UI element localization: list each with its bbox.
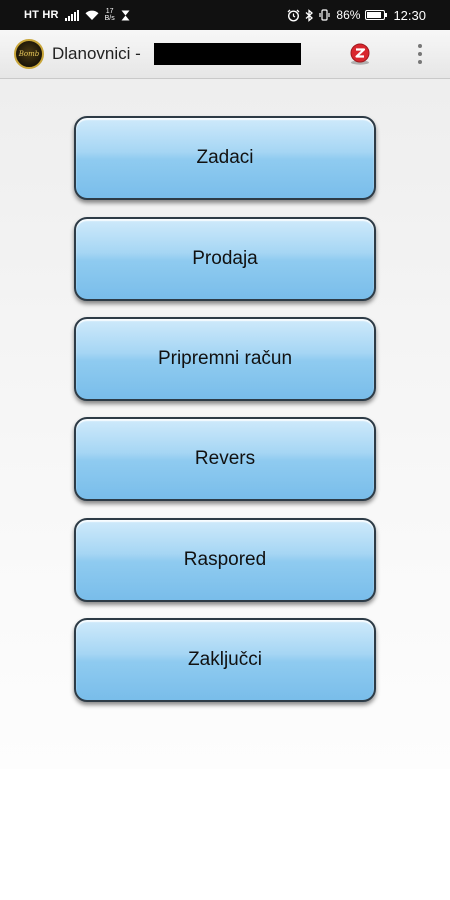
carrier-label: HT HR: [24, 9, 59, 21]
menu-button-prodaja[interactable]: Prodaja: [74, 217, 376, 301]
status-left: HT HR 17 B/s: [24, 0, 130, 30]
main-menu: Zadaci Prodaja Pripremni račun Revers Ra…: [0, 79, 450, 769]
network-speed: 17 B/s: [105, 8, 115, 22]
overflow-menu-icon[interactable]: [410, 42, 430, 66]
menu-button-pripremni-racun[interactable]: Pripremni račun: [74, 317, 376, 401]
app-logo: Bomb: [14, 39, 44, 69]
app-title: Dlanovnici -: [52, 44, 141, 63]
speed-unit: B/s: [104, 15, 115, 22]
status-bar: HT HR 17 B/s 86% 12:30: [0, 0, 450, 30]
menu-button-raspored[interactable]: Raspored: [74, 518, 376, 602]
hourglass-icon: [121, 10, 130, 20]
menu-button-zakljucci[interactable]: Zaključci: [74, 618, 376, 702]
clock: 12:30: [393, 7, 426, 23]
battery-icon: [365, 10, 388, 20]
sync-icon[interactable]: [348, 42, 372, 66]
menu-button-zadaci[interactable]: Zadaci: [74, 116, 376, 200]
battery-percent: 86%: [336, 8, 361, 22]
app-logo-text: Bomb: [18, 50, 40, 58]
alarm-icon: [287, 9, 300, 22]
app-bar: Bomb Dlanovnici -: [0, 30, 450, 79]
wifi-icon: [85, 10, 99, 20]
status-right: 86% 12:30: [287, 0, 426, 30]
bluetooth-icon: [305, 8, 314, 22]
redacted-block: [154, 43, 301, 65]
menu-button-revers[interactable]: Revers: [74, 417, 376, 501]
speed-value: 17: [105, 8, 114, 15]
vibrate-icon: [319, 9, 331, 21]
signal-icon: [64, 9, 79, 21]
